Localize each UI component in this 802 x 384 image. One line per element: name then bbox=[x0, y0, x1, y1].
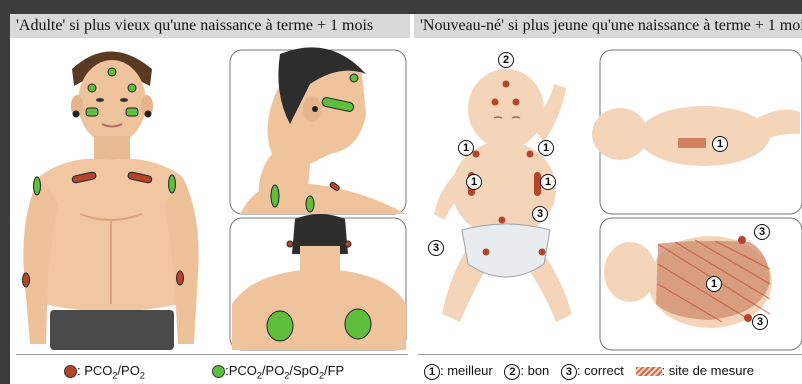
marker-1-inset-back: 1 bbox=[706, 276, 722, 292]
newborn-side-inset bbox=[592, 50, 802, 214]
adult-side-inset bbox=[230, 47, 406, 214]
legend-divider-right bbox=[418, 354, 802, 355]
legend-newborn: 1: meilleur 2: bon 3: correct : site de … bbox=[424, 357, 754, 384]
legend-num-3: 3 bbox=[561, 364, 577, 380]
adult-back-inset bbox=[230, 214, 406, 350]
marker-3-abdomen: 3 bbox=[532, 206, 548, 222]
marker-3-left-thigh: 3 bbox=[428, 240, 444, 256]
adult-front-figure bbox=[23, 52, 199, 351]
green-dot-icon bbox=[212, 365, 225, 378]
marker-1-left-side: 1 bbox=[466, 174, 482, 190]
newborn-back-inset bbox=[600, 218, 802, 350]
diagram-svg bbox=[10, 14, 802, 384]
legend-num-2: 2 bbox=[504, 364, 520, 380]
marker-1-inset-side: 1 bbox=[712, 136, 728, 152]
hatch-swatch-icon bbox=[636, 367, 662, 376]
legend-adult: : PCO2/PO2 :PCO2/PO2/SpO2/FP bbox=[64, 357, 344, 384]
marker-1-left-shoulder: 1 bbox=[458, 140, 474, 156]
legend-num-1: 1 bbox=[424, 364, 440, 380]
marker-3-inset-back-top: 3 bbox=[754, 224, 770, 240]
marker-3-inset-back-bottom: 3 bbox=[752, 314, 768, 330]
legend-divider-left bbox=[16, 354, 408, 355]
figure: 'Adulte' si plus vieux qu'une naissance … bbox=[10, 14, 802, 384]
brown-dot-icon bbox=[64, 365, 77, 378]
newborn-front-figure bbox=[434, 69, 572, 322]
marker-1-right-side: 1 bbox=[540, 174, 556, 190]
marker-1-right-shoulder: 1 bbox=[538, 140, 554, 156]
marker-2: 2 bbox=[498, 52, 514, 68]
